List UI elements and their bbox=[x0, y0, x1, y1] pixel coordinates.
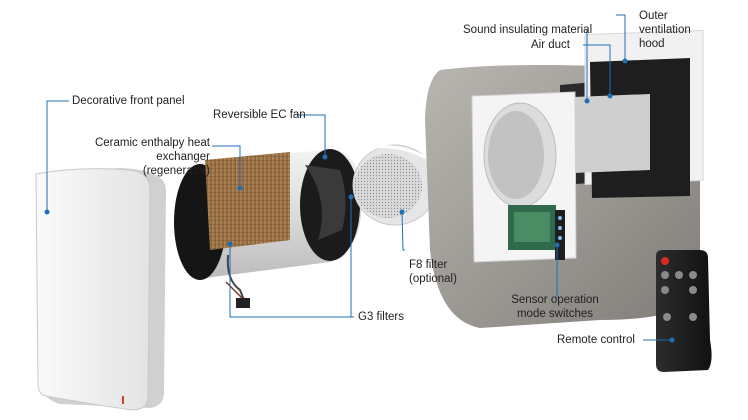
label-remote-control: Remote control bbox=[557, 334, 635, 346]
label-ec-fan: Reversible EC fan bbox=[213, 109, 306, 121]
leader-lines bbox=[46, 14, 672, 341]
leader-outer-hood bbox=[616, 14, 626, 61]
label-air-duct: Air duct bbox=[531, 39, 570, 51]
leader-air-duct bbox=[583, 44, 611, 96]
front-panel-illustration bbox=[35, 168, 166, 411]
leader-dots bbox=[44, 58, 675, 343]
label-f8-filter: F8 filter (optional) bbox=[409, 259, 457, 285]
label-sensor-switches: Sensor operation mode switches bbox=[511, 294, 599, 320]
leader-front-panel bbox=[46, 100, 69, 212]
leader-g3-filters-left bbox=[229, 244, 354, 318]
leader-g3-filters-right bbox=[350, 197, 354, 318]
wall-block-illustration bbox=[425, 29, 704, 328]
label-sound-insulating: Sound insulating material bbox=[463, 24, 593, 36]
label-g3-filters: G3 filters bbox=[358, 311, 405, 323]
leader-f8-filter bbox=[401, 211, 405, 251]
leader-ec-fan bbox=[297, 114, 326, 157]
label-front-panel: Decorative front panel bbox=[72, 95, 185, 107]
remote-control-illustration bbox=[656, 250, 712, 372]
label-heat-exchanger: Ceramic enthalpy heat exchanger (regener… bbox=[94, 137, 210, 177]
label-outer-hood: Outer ventilation hood bbox=[639, 10, 691, 50]
f8-filter-illustration bbox=[352, 144, 438, 226]
leader-heat-exchanger bbox=[212, 145, 241, 188]
